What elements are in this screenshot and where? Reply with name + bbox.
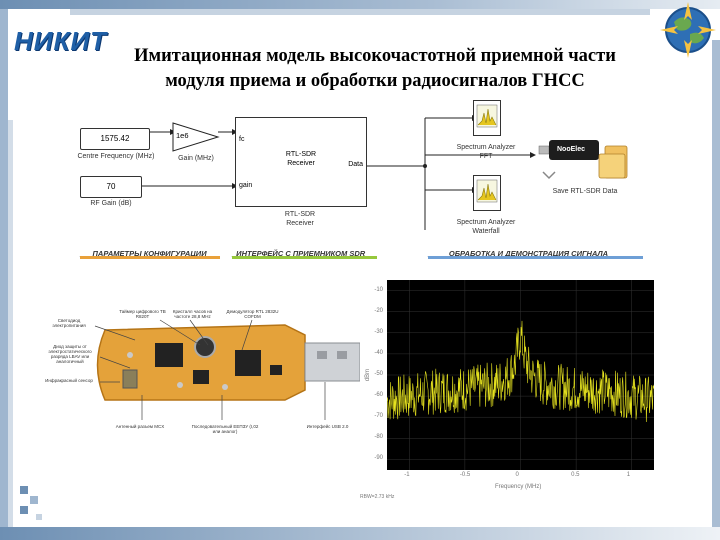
spectrum-plot-svg: [386, 280, 655, 470]
label-crystal: Кристалл часов на частоте 28,8 MHz: [172, 309, 213, 319]
section-interface-label: _ИНТЕРФЕЙС С ПРИЕМНИКОМ SDR_: [232, 249, 370, 258]
port-data-label: Data: [348, 161, 363, 168]
section-config-bar: [80, 256, 220, 259]
spectrum-fft-caption: Spectrum Analyzer FFT: [445, 143, 527, 161]
spectrum-fft-line2: FFT: [479, 153, 493, 160]
spectrum-scope-icon: [476, 179, 498, 203]
spectrum-x-label: Frequency (MHz): [495, 484, 542, 490]
spectrum-y-tick-label: -40: [374, 349, 383, 356]
title-line-1: Имитационная модель высокочастотной прие…: [134, 46, 616, 66]
rtl-sdr-board-illustration: [96, 324, 360, 401]
rf-gain-block[interactable]: 70: [80, 176, 142, 198]
spectrum-trace: [386, 320, 655, 423]
rtl-caption: RTL-SDR Receiver: [270, 210, 330, 228]
spectrum-wf-line1: Spectrum Analyzer: [456, 219, 516, 226]
label-usb: Интерфейс USB 2.0: [306, 424, 349, 429]
gain-label: Gain (MHz): [178, 155, 214, 162]
spectrum-fft-line1: Spectrum Analyzer: [456, 144, 516, 151]
spectrum-y-tick-label: -90: [374, 455, 383, 462]
spectrum-wf-line2: Waterfall: [472, 228, 500, 235]
spectrum-y-tick-label: -80: [374, 434, 383, 441]
label-timer: Таймер цифрового TB R820T: [119, 309, 166, 319]
save-data-block[interactable]: [535, 132, 630, 187]
label-diode: Диод защиты от электростатического разря…: [48, 344, 92, 364]
spectrum-y-tick-label: -60: [374, 392, 383, 399]
rtl-title-line2: Receiver: [287, 160, 315, 167]
left-frame-bar: [0, 9, 8, 540]
port-gain-label: gain: [239, 182, 253, 189]
spectrum-x-tick-label: -1: [404, 472, 410, 478]
spectrum-x-tick-label: 0: [515, 472, 519, 478]
rf-gain-label: RF Gain (dB): [90, 200, 132, 207]
spectrum-footer: RBW=2.73 kHz: [360, 494, 395, 500]
right-frame-bar: [712, 40, 720, 540]
save-data-label: Save RTL-SDR Data: [552, 188, 618, 195]
spectrum-x-tick-label: 0.5: [571, 472, 580, 478]
centre-frequency-block[interactable]: 1575.42: [80, 128, 150, 150]
rtl-title-line1: RTL-SDR: [285, 151, 317, 158]
spectrum-y-tick-label: -10: [374, 286, 383, 293]
model-connections: [140, 115, 536, 230]
section-processing: _____ОБРАБОТКА И ДЕМОНСТРАЦИЯ СИГНАЛА___…: [428, 249, 643, 259]
title-line-2: модуля приема и обработки радиосигналов …: [165, 71, 585, 91]
top-frame-bar: [0, 0, 720, 9]
rf-gain-value: 70: [106, 182, 116, 191]
top-frame-inner-bar: [70, 9, 650, 15]
section-interface-bar: [232, 256, 377, 259]
spectrum-y-ticks: -10 -20 -30 -40 -50 -60 -70 -80 -90: [360, 280, 385, 470]
rtl-sdr-receiver-block[interactable]: fc gain Data RTL-SDR Receiver: [235, 117, 367, 207]
section-processing-label: _____ОБРАБОТКА И ДЕМОНСТРАЦИЯ СИГНАЛА___…: [428, 249, 629, 258]
spectrum-y-label: dBm: [365, 368, 372, 382]
spectrum-x-tick-label: -0.5: [459, 472, 471, 478]
section-processing-bar: [428, 256, 643, 259]
slide-title: Имитационная модель высокочастотной прие…: [100, 44, 650, 94]
spectrum-y-tick-label: -50: [374, 371, 383, 377]
nooelec-logo: NooElec: [557, 146, 586, 153]
spectrum-waterfall-caption: Spectrum Analyzer Waterfall: [445, 218, 527, 236]
corner-decoration-icon: [20, 486, 42, 520]
centre-frequency-label: Centre Frequency (MHz): [77, 153, 155, 160]
rtl-caption-line2: Receiver: [286, 220, 314, 227]
spectrum-plot-area: [386, 280, 655, 470]
left-frame-inner-bar: [8, 120, 13, 540]
centre-frequency-value: 1575.42: [100, 134, 130, 143]
spectrum-y-tick-label: -30: [374, 328, 383, 335]
gain-value: 1e6: [176, 131, 189, 140]
spectrum-scope-icon: [476, 104, 498, 128]
spectrum-x-tick-label: 1: [626, 472, 631, 478]
label-led: Светодиод электропитания: [52, 318, 86, 328]
rtl-block-title: RTL-SDR Receiver: [266, 150, 336, 168]
bottom-frame-bar: [0, 527, 720, 540]
section-config: ___ПАРАМЕТРЫ КОНФИГУРАЦИИ__: [80, 249, 220, 259]
section-config-label: ___ПАРАМЕТРЫ КОНФИГУРАЦИИ__: [80, 249, 215, 258]
label-demodulator: Демодулятор RTL 2832U COFDM: [226, 309, 279, 319]
globe-icon: [660, 2, 716, 58]
section-interface: _ИНТЕРФЕЙС С ПРИЕМНИКОМ SDR_: [232, 249, 377, 259]
spectrum-analyzer-waterfall-block[interactable]: [473, 175, 501, 211]
board-label-pointers: [94, 319, 326, 420]
port-fc-label: fc: [239, 136, 245, 143]
spectrum-analyzer-fft-block[interactable]: [473, 100, 501, 136]
gain-block[interactable]: [172, 122, 220, 152]
spectrum-x-ticks: -1 -0.5 0 0.5 1: [387, 472, 654, 482]
label-serial-eeprom: Последовательный ЕЕПЗУ (I,02 или аналог): [191, 424, 259, 434]
label-ir-sensor: Инфракрасный сенсор: [45, 378, 93, 383]
spectrum-y-tick-label: -20: [374, 307, 383, 314]
spectrum-y-tick-label: -70: [374, 413, 383, 420]
logo: НИКИТ: [14, 26, 108, 56]
rtl-caption-line1: RTL-SDR: [284, 211, 316, 218]
label-antenna: Антенный разъем MCX: [115, 424, 165, 429]
